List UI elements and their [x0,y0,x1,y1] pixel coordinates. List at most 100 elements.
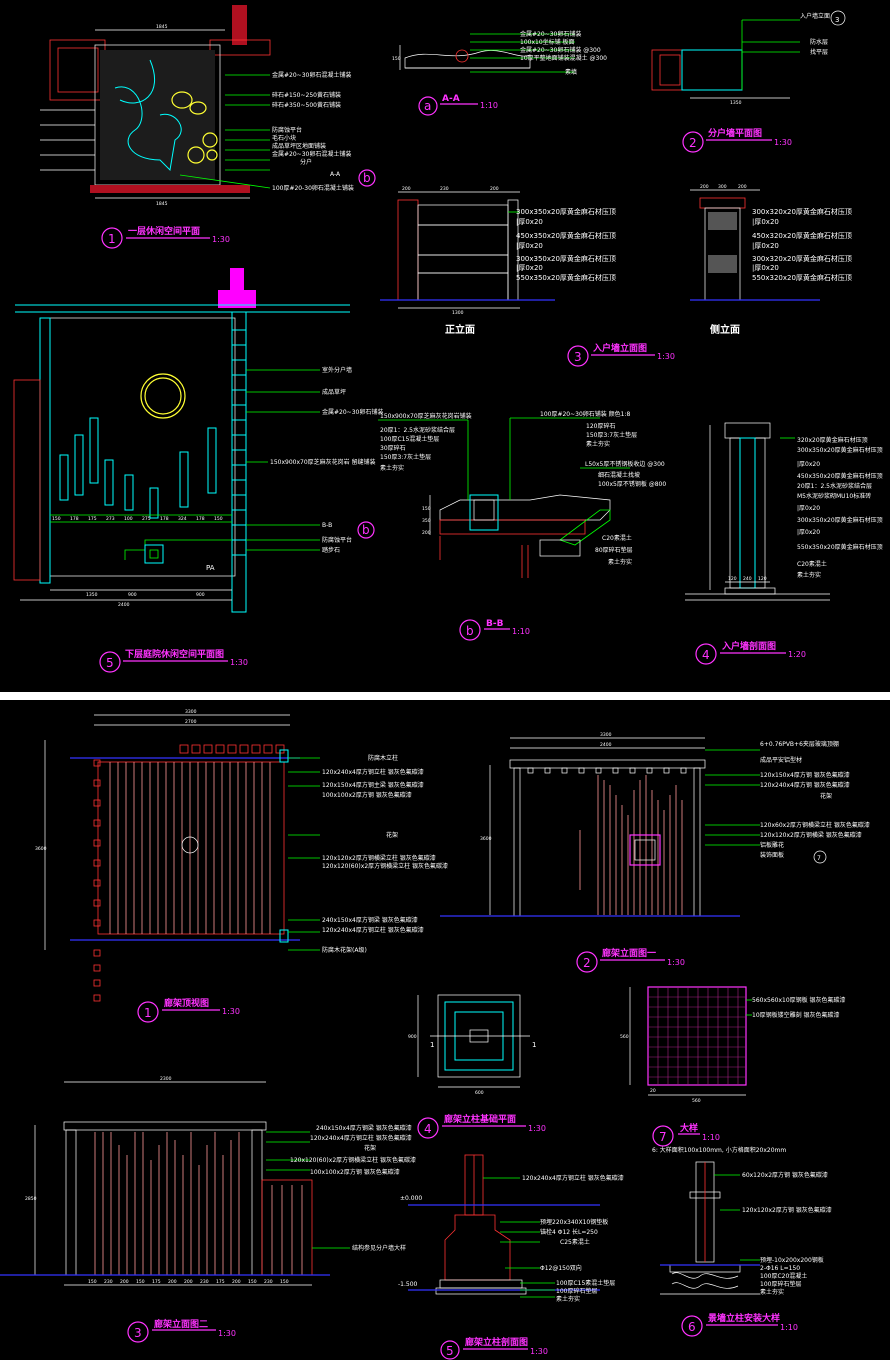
plan-1-title: 一层休闲空间平面 [128,225,200,237]
pergola-3-note: 100x100x2厚方钢 银灰色氟碳漆 [310,1168,400,1176]
plan-1-note: 成品草坪区地面铺装 [272,142,326,150]
section-4-note: 300x350x20厚黄金麻石材压顶 [797,516,883,524]
side-note: 300x320x20厚黄金麻石材压顶 [752,254,852,263]
bar-dim: 275 [142,516,151,522]
pergola-2-elevation-one: 3300 2400 3600 6+0.7 [440,732,870,973]
pergola-3-title: 廊架立面图二 [154,1318,208,1330]
section-b-note-right: 细石混凝土找坡 [598,471,640,479]
section-4-note: 450x350x20厚黄金麻石材压顶 [797,472,883,480]
section-4-dim: 120 [728,576,737,582]
pergola-2-dim: 3600 [480,836,492,842]
drawing-number-circle [682,131,704,153]
pergola-6-column-install-detail: 60x120x2厚方钢 银灰色氟碳漆 120x120x2厚方钢 银灰色氟碳漆 预… [660,1161,832,1337]
bar-dim: 150 [52,516,61,522]
drawing-number-circle [99,651,121,673]
section-a-dim: 150 [392,56,401,62]
plan-5-dim: 900 [196,592,205,598]
pergola-1-top-view: 3300 2700 3600 [35,709,448,1023]
pergola-3-note: 240x150x4厚方钢梁 银灰色氟碳漆 [316,1124,412,1132]
pergola-2-number: 2 [583,956,591,970]
column-section-note: 100厚C15素混土垫层 [556,1279,615,1287]
bar-dim: 200 [168,1279,177,1285]
foundation-mark: 1 [532,1041,536,1049]
bar-dim: 200 [184,1279,193,1285]
plan-1-dim-bottom: 1845 [156,201,168,207]
front-dim: 230 [440,186,449,192]
elevation-3-title: 入户墙立面图 [592,342,647,354]
side-elevation-caption: 侧立面 [710,323,740,336]
section-a-note: 素填 [565,68,577,76]
install-detail-note: 60x120x2厚方钢 银灰色氟碳漆 [742,1171,828,1179]
level-mark: ±0.000 [400,1195,422,1202]
plan-5-lower-courtyard: PA 室外分户墙 成品草坪 金属#20~30卵石铺装 150x900x70厚芝麻… [13,268,383,673]
section-4-note: M5水泥砂浆砌MU10标准砖 [797,492,871,500]
section-marker-b [357,521,375,539]
bar-dim: 178 [70,516,79,522]
pergola-1-scale: 1:30 [222,1007,240,1016]
front-note: 300x350x20厚黄金麻石材压顶 [516,254,616,263]
pergola-1-dim: 3300 [185,709,197,715]
bar-dim: 150 [280,1279,289,1285]
section-b-dim: 200 [422,530,431,536]
pergola-1-note: 120x150x4厚方钢主梁 银灰色氟碳漆 [322,781,424,789]
pergola-5-title: 廊架立柱剖面图 [465,1336,528,1348]
pergola-2-note: 120x150x4厚方钢 银灰色氟碳漆 [760,771,850,779]
drawing-number-circle [576,951,598,973]
pergola-3-bar-dims: 150 230 200 150 175 200 200 230 175 200 … [88,1279,289,1285]
bar-dim: 100 [124,516,133,522]
section-b-note-top: 100厚#20~30卵石铺装 颜色1:8 [540,410,631,418]
drawing-sheet-2: 3300 2700 3600 [0,700,890,1360]
detail-dim: 560 [692,1098,701,1104]
bar-dim: 200 [232,1279,241,1285]
pergola-2-dim: 3300 [600,732,612,738]
elevation-3-number: 3 [574,350,582,364]
column-section-note: 锚栓4 Φ12 长L=250 [540,1228,598,1236]
detail-sub-note: 6: 大样面积100x100mm, 小方格面积20x20mm [652,1146,786,1154]
plan-2-scale: 1:30 [774,138,792,147]
level-mark: -1.500 [398,1281,418,1288]
section-b-note-left: 20厚1：2.5水泥砂浆结合层 [380,426,455,434]
plan-1-note: 毛石小块 [272,134,296,142]
pergola-5-scale: 1:30 [530,1347,548,1356]
front-note: 300x350x20厚黄金麻石材压顶 [516,207,616,216]
pergola-1-note: 100x100x2厚方钢 银灰色氟碳漆 [322,791,412,799]
side-note: 550x320x20厚黄金麻石材压顶 [752,273,852,282]
pergola-2-note: 成品平安铝型材 [760,756,802,764]
section-a-title: A-A [442,94,460,104]
pergola-7-number: 7 [659,1130,667,1144]
section-4-note: |厚0x20 [797,461,820,468]
plan-2-tag: 3 [835,16,839,24]
section-b-note-right: L50x5厚不锈钢板收边 @300 [585,460,665,468]
pergola-3-dim: 2300 [160,1076,172,1082]
section-b-number: b [466,624,474,638]
bar-dim: 150 [248,1279,257,1285]
bar-dim: 175 [216,1279,225,1285]
plan-5-dim: 2400 [118,602,130,608]
section-4-dim: 240 [743,576,752,582]
pergola-1-note: 花架 [386,831,398,839]
pergola-6-title: 景墙立柱安装大样 [708,1312,780,1324]
drawing-number-circle [567,345,589,367]
pergola-3-note: 结构参见分户墙大样 [352,1244,406,1252]
drawing-number-circle [101,227,123,249]
section-a-note: 金属#20~30卵石铺装 [520,30,581,38]
section-b-note-left: 素土夯实 [380,464,404,472]
plan-1-upper-leisure: 1845 1845 金属#20~30卵石混凝土铺装 碎石#150~250黄石铺装… [40,5,376,249]
plan-5-note: 150x900x70厚芝麻灰花岗岩 留缝铺装 [270,458,376,466]
pergola-2-note: 120x120x2厚方钢横梁 银灰色氟碳漆 [760,831,862,839]
section-4-scale: 1:20 [788,650,806,659]
plan-5-note: B-B [322,522,332,529]
section-marker-b-label: b [363,171,371,185]
pergola-1-note: 120x240x4厚方钢立柱 银灰色氟碳漆 [322,768,424,776]
side-dim: 200 [700,184,709,190]
side-note: |厚0x20 [752,242,779,250]
section-b-note-left: 30厚碎石 [380,444,406,452]
plan-1-note: 碎石#350~500黄石铺装 [272,101,341,109]
section-4-note: 320x20厚黄金麻石材压顶 [797,436,868,444]
section-a-number: a [424,99,431,113]
plan-5-note: 踏步石 [322,546,340,554]
section-4-note: 550x350x20厚黄金麻石材压顶 [797,543,883,551]
front-note: 550x350x20厚黄金麻石材压顶 [516,273,616,282]
section-b-note-top: 120厚碎石 [586,422,615,430]
pergola-2-tag: 7 [817,855,821,862]
